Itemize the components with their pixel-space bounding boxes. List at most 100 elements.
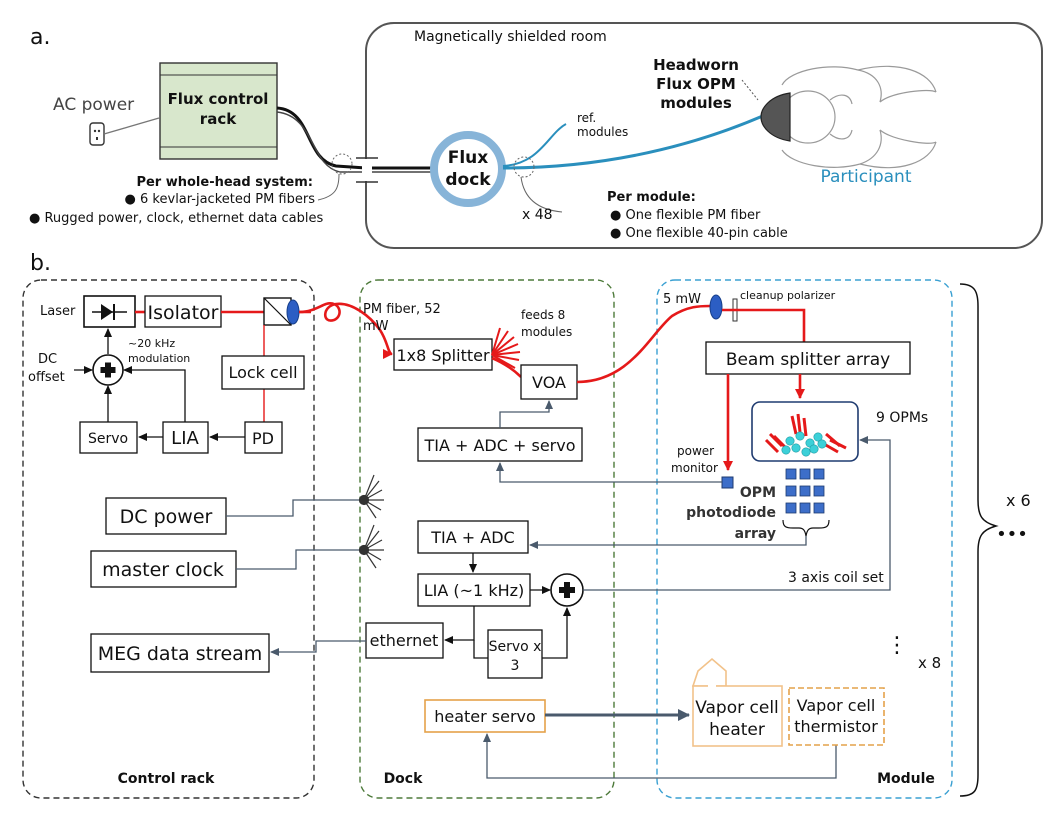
outlet-icon [89, 122, 105, 146]
per-system-item2: ● Rugged power, clock, ethernet data cab… [29, 211, 323, 226]
lia-to-servo-x3 [473, 640, 488, 659]
ac-power-cable [103, 117, 160, 135]
opm-pd-line1: OPM [740, 485, 776, 501]
headworn-line2: Flux OPM [656, 75, 736, 93]
feeds-line2: modules [521, 325, 572, 339]
opm-photodiode-array-icon [785, 468, 825, 514]
module-group-brace [959, 283, 999, 797]
lia-1khz-label: LIA (~1 kHz) [424, 581, 525, 600]
laser-label: Laser [40, 304, 76, 319]
clock-connector-icon [358, 524, 384, 569]
dc-power-label: DC power [120, 506, 213, 528]
ethernet-box [365, 622, 444, 659]
servo-x3-line2: 3 [511, 658, 520, 674]
lock-cell-box [221, 355, 305, 390]
master-clock-box [90, 550, 237, 588]
vapor-cell-thermistor-box [788, 687, 885, 746]
ref-modules-line1: ref. [577, 111, 596, 125]
thermistor-line1: Vapor cell [797, 696, 876, 715]
isolator-label: Isolator [148, 302, 219, 324]
splitter-label: 1x8 Splitter [396, 346, 490, 365]
pm-fiber-52mw [298, 302, 393, 359]
dock-label-line2: dock [445, 170, 491, 190]
headworn-line1: Headworn [653, 56, 739, 74]
lock-cell-label: Lock cell [228, 363, 297, 382]
sum-to-coil [583, 436, 891, 591]
lia-to-ethernet [444, 606, 475, 644]
per-system-item1: ● 6 kevlar-jacketed PM fibers [125, 192, 316, 207]
dc-offset-line2: offset [28, 370, 65, 385]
control-rack-title: Control rack [118, 771, 215, 787]
dc-power-box [105, 497, 227, 535]
dock-label-line1: Flux [448, 148, 489, 168]
ethernet-label: ethernet [370, 631, 439, 650]
servo-label: Servo [88, 431, 128, 447]
shielded-room-title: Magnetically shielded room [414, 29, 607, 45]
ref-module-fibers [502, 123, 567, 167]
panel-b-label: b. [30, 251, 51, 276]
vertical-ellipsis: ⋮ [886, 633, 908, 658]
pd-array-to-tia-adc [529, 536, 807, 549]
panel-a-label: a. [30, 25, 50, 50]
tia-servo-label: TIA + ADC + servo [423, 436, 575, 455]
tia-to-voa [499, 400, 553, 428]
modulation-line1: ~20 kHz [128, 337, 175, 350]
module-title: Module [877, 771, 935, 787]
per-module-item1: ● One flexible PM fiber [610, 208, 761, 223]
tia-adc-box [417, 520, 529, 554]
summing-junction-dock [550, 573, 584, 607]
cable-callout-circle [331, 153, 353, 175]
dock-title: Dock [384, 771, 424, 787]
pd-label: PD [252, 429, 274, 448]
x8-label: x 8 [918, 654, 941, 672]
heater-servo-box [424, 699, 546, 733]
five-mw-label: 5 mW [663, 292, 701, 307]
master-clock-cable [236, 549, 361, 570]
ac-power-label: AC power [53, 95, 134, 115]
servo-x3-to-sum [542, 607, 571, 659]
module-fibers [502, 110, 773, 170]
power-monitor-to-tia [496, 462, 722, 483]
rack-label-line2: rack [200, 110, 237, 128]
vapor-cell-heater-box [691, 657, 783, 747]
heater-servo-label: heater servo [434, 707, 536, 726]
flux-control-rack [159, 62, 278, 160]
wall-feedthrough [356, 157, 378, 183]
servo-x3-line1: Servo x [489, 639, 542, 655]
x48-label: x 48 [522, 207, 553, 223]
servo-box [79, 421, 138, 454]
feeds-line1: feeds 8 [521, 308, 565, 322]
splitter-box [393, 338, 493, 371]
laser-diode-icon [83, 295, 136, 328]
shielded-room [365, 22, 1043, 249]
heater-line1: Vapor cell [695, 698, 779, 718]
power-monitor-line2: monitor [671, 461, 718, 475]
dock-section [359, 279, 615, 799]
ethernet-to-meg [270, 640, 366, 656]
lia-label: LIA [171, 428, 199, 449]
fiber-lens-rack [286, 299, 300, 325]
splitter-to-voa [491, 356, 522, 378]
meg-stream-box [90, 633, 270, 673]
servo-x3-box [487, 629, 543, 679]
beam-splitter-array-box [705, 341, 911, 375]
ellipsis-icon: ••• [996, 524, 1028, 545]
voa-label: VOA [532, 373, 566, 392]
fiber-to-module [576, 304, 711, 384]
participant-label: Participant [820, 167, 911, 187]
nine-opms-label: 9 OPMs [876, 410, 928, 426]
thermistor-line2: thermistor [794, 717, 878, 736]
opm-array-brace [782, 519, 830, 537]
control-rack-section [22, 279, 315, 799]
dc-power-connector-icon [358, 474, 384, 519]
pm-fiber-line1: PM fiber, 52 [363, 302, 441, 317]
splitter-fan-out [491, 327, 521, 369]
per-system-title: Per whole-head system: [136, 175, 313, 190]
headworn-line3: modules [660, 94, 732, 112]
flux-dock [430, 131, 506, 207]
ref-modules-line2: modules [577, 125, 628, 139]
module-input-beam [722, 308, 806, 342]
opm-helmet [760, 92, 791, 142]
